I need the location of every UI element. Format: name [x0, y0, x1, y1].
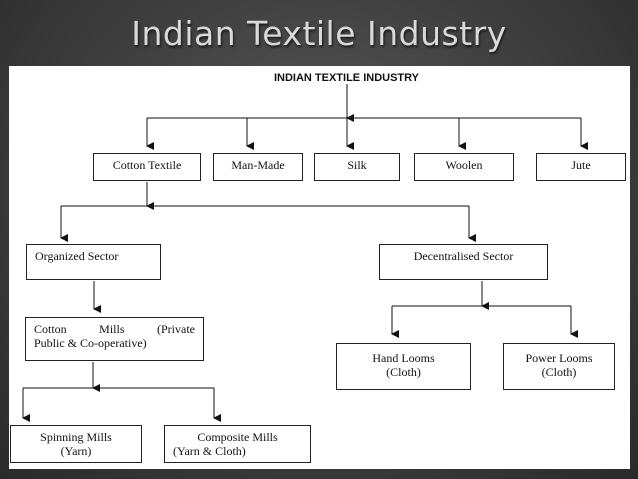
node-cotton-mills-line2: Public & Co-operative)	[34, 336, 147, 350]
node-cotton-mills: Cotton Mills (Private Public & Co-operat…	[25, 317, 204, 361]
node-power-looms: Power Looms (Cloth)	[503, 343, 615, 390]
connector-lines	[22, 84, 588, 422]
diagram-panel: INDIAN TEXTILE INDUSTRY Cotton Textile M…	[9, 66, 630, 469]
slide-title: Indian Textile Industry	[131, 14, 507, 53]
node-power-looms-line1: Power Looms	[525, 351, 593, 365]
node-power-looms-line2: (Cloth)	[541, 365, 577, 379]
node-composite-mills-line1: Composite Mills	[197, 430, 278, 444]
node-spinning-mills-line1: Spinning Mills	[40, 430, 112, 444]
node-jute: Jute	[536, 153, 626, 181]
node-hand-looms-line2: (Cloth)	[386, 365, 421, 379]
node-spinning-mills-line2: (Yarn)	[60, 444, 92, 458]
node-man-made: Man-Made	[213, 153, 303, 181]
node-hand-looms: Hand Looms (Cloth)	[336, 343, 471, 390]
node-hand-looms-line1: Hand Looms	[372, 351, 435, 365]
node-woolen: Woolen	[414, 153, 514, 181]
node-cotton-mills-line1: Cotton Mills (Private	[34, 322, 195, 336]
node-composite-mills-line2: (Yarn & Cloth)	[173, 444, 246, 458]
node-composite-mills: Composite Mills (Yarn & Cloth)	[164, 425, 311, 463]
diagram-root-title: INDIAN TEXTILE INDUSTRY	[273, 72, 420, 84]
node-cotton-textile: Cotton Textile	[93, 153, 201, 181]
node-silk: Silk	[314, 153, 400, 181]
node-spinning-mills: Spinning Mills (Yarn)	[10, 425, 142, 463]
node-organized-sector: Organized Sector	[26, 244, 161, 280]
node-decentralised-sector: Decentralised Sector	[379, 244, 548, 280]
